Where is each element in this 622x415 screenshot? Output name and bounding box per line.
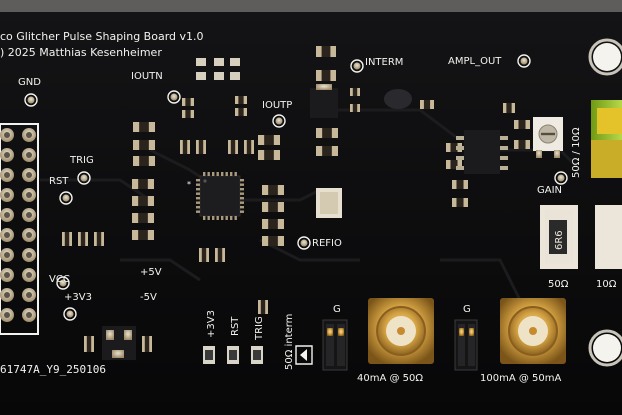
test-point <box>63 307 77 321</box>
label-led-3v3: +3V3 <box>206 310 217 338</box>
test-point <box>517 54 531 68</box>
label-interm: INTERM <box>365 57 403 68</box>
transistor-ic <box>310 84 338 118</box>
gain-potentiometer[interactable] <box>533 117 563 158</box>
interm-jumper-outline <box>295 345 313 365</box>
board-title-line1: co Glitcher Pulse Shaping Board v1.0 <box>0 30 204 43</box>
test-point <box>272 114 286 128</box>
label-minus-5v: -5V <box>140 292 157 303</box>
label-refio: REFIO <box>312 238 342 249</box>
test-point <box>554 171 568 185</box>
opamp-ic <box>456 130 508 174</box>
label-5v: +5V <box>140 267 162 278</box>
label-rst: RST <box>49 176 69 187</box>
label-g-right: G <box>463 304 471 315</box>
label-ampl-out: AMPL_OUT <box>448 56 502 67</box>
label-switch: 50Ω / 10Ω <box>571 127 582 178</box>
pin-header <box>0 123 39 335</box>
terminal-block[interactable] <box>591 100 622 178</box>
resistor-50-ohm <box>540 205 578 269</box>
test-point <box>297 236 311 250</box>
led-row <box>203 346 263 364</box>
label-sma-left: 40mA @ 50Ω <box>357 373 423 384</box>
mounting-hole-top <box>588 38 622 76</box>
label-led-trig: TRIG <box>254 316 265 341</box>
solder-blob <box>384 89 412 109</box>
label-vcc: VCC <box>49 274 70 285</box>
smd-part <box>214 72 224 80</box>
smd-part <box>230 58 240 66</box>
voltage-regulator <box>102 326 136 360</box>
smd-part <box>196 58 206 66</box>
resistor-10-ohm <box>595 205 622 269</box>
sma-connector-right[interactable] <box>500 298 566 364</box>
test-point <box>59 191 73 205</box>
label-sma-right: 100mA @ 50mA <box>480 373 561 384</box>
test-point <box>24 93 38 107</box>
smd-components <box>62 46 530 352</box>
label-50-ohm-interm: 50Ω interm <box>284 314 295 370</box>
label-part-number: 61747A_Y9_250106 <box>0 363 106 376</box>
svg-text:*: * <box>187 180 191 189</box>
label-gnd: GND <box>18 77 41 88</box>
test-point <box>350 59 364 73</box>
label-ioutn: IOUTN <box>131 71 163 82</box>
jumper-right[interactable] <box>454 319 478 371</box>
label-led-rst: RST <box>230 316 241 336</box>
jumper-left[interactable] <box>322 319 348 371</box>
test-point <box>56 276 70 290</box>
smd-part <box>214 58 224 66</box>
label-g-left: G <box>333 304 341 315</box>
smd-part <box>230 72 240 80</box>
label-ioutp: IOUTP <box>262 100 292 111</box>
board-title-line2: ) 2025 Matthias Kesenheimer <box>0 46 162 59</box>
label-trig: TRIG <box>69 155 94 166</box>
sma-connector-left[interactable] <box>368 298 434 364</box>
label-res-10: 10Ω <box>596 279 617 290</box>
label-3v3: +3V3 <box>64 292 92 303</box>
test-point <box>77 171 91 185</box>
smd-part <box>196 72 206 80</box>
test-point <box>167 90 181 104</box>
label-res-code: 6R6 <box>554 230 565 250</box>
interm-arrow-icon <box>300 349 307 361</box>
dac-ic: * <box>187 172 244 220</box>
test-points <box>24 54 568 321</box>
crystal-component <box>316 188 342 218</box>
mounting-hole-bottom <box>588 329 622 367</box>
label-res-50: 50Ω <box>548 279 569 290</box>
label-gain: GAIN <box>537 185 562 196</box>
